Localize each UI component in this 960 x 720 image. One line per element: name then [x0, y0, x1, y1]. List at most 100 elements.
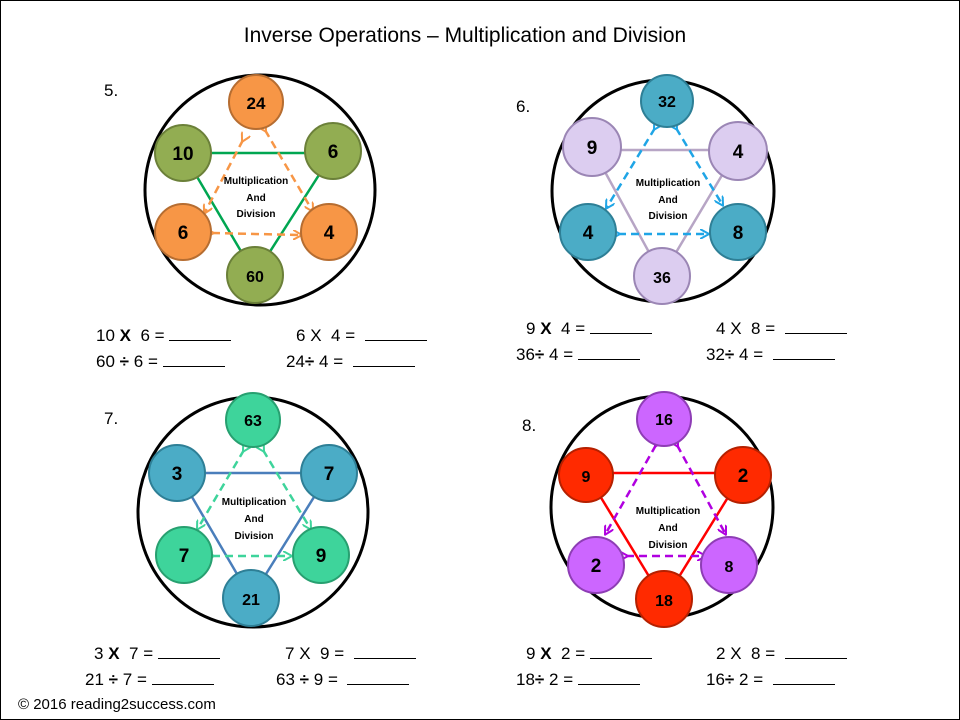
answer-blank[interactable] — [784, 319, 847, 334]
node-value: 3 — [172, 464, 183, 485]
answer-blank[interactable] — [353, 644, 416, 659]
number-node — [155, 526, 213, 584]
answer-blank[interactable] — [589, 319, 652, 334]
number-node — [562, 117, 622, 177]
operator: ÷ — [119, 352, 129, 371]
operand: 4 — [549, 345, 559, 364]
operator: ÷ — [534, 345, 545, 364]
equals-sign: = — [563, 345, 574, 364]
node-value: 36 — [653, 270, 671, 287]
operand: 9 — [320, 644, 330, 663]
operand: 6 — [296, 326, 306, 345]
node-value: 8 — [733, 223, 744, 244]
equals-sign: = — [333, 352, 344, 371]
answer-blank[interactable] — [157, 644, 220, 659]
problem-number-5: 5. — [104, 81, 119, 100]
answer-blank[interactable] — [151, 670, 214, 685]
diagram-5: Multiplication And Division 24 10 6 6 4 … — [143, 73, 377, 307]
answer-blank[interactable] — [589, 644, 652, 659]
operand: 4 — [331, 326, 341, 345]
number-node — [635, 570, 693, 628]
answer-blank[interactable] — [352, 352, 415, 367]
node-value: 60 — [246, 269, 264, 286]
equals-sign: = — [563, 670, 574, 689]
operand: 9 — [313, 670, 324, 689]
dashed-arrow — [607, 128, 655, 207]
operator: ÷ — [534, 670, 545, 689]
number-node — [225, 392, 281, 448]
center-label-line: And — [658, 195, 677, 206]
answer-blank[interactable] — [577, 670, 640, 685]
copyright-footer: © 2016 reading2success.com — [18, 696, 216, 713]
center-label-line: Division — [649, 211, 688, 222]
operand: 2 — [561, 644, 571, 663]
number-node — [708, 121, 768, 181]
operand: 4 — [716, 319, 726, 338]
number-node — [222, 569, 280, 627]
number-node — [226, 246, 284, 304]
equation: 3 X 7 = — [94, 644, 220, 664]
operator: ÷ — [108, 670, 118, 689]
answer-blank[interactable] — [772, 345, 835, 360]
operand: 6 — [133, 352, 144, 371]
center-label-line: Multiplication — [222, 497, 286, 508]
center-label-line: Multiplication — [636, 178, 700, 189]
node-value: 16 — [655, 412, 673, 429]
operator: X — [540, 319, 552, 338]
number-node — [300, 444, 358, 502]
node-value: 6 — [328, 142, 339, 163]
equation: 36÷ 4 = — [516, 345, 640, 365]
answer-blank[interactable] — [364, 326, 427, 341]
answer-blank[interactable] — [169, 326, 232, 341]
operand: 9 — [526, 319, 536, 338]
equals-sign: = — [327, 670, 338, 689]
answer-blank[interactable] — [162, 352, 225, 367]
equation: 7 X 9 = — [285, 644, 416, 664]
equals-sign: = — [136, 670, 147, 689]
answer-blank[interactable] — [772, 670, 835, 685]
operand: 7 — [129, 644, 139, 663]
operand: 36 — [516, 345, 535, 364]
number-node — [640, 74, 694, 128]
operand: 6 — [140, 326, 150, 345]
operator: X — [540, 644, 552, 663]
answer-blank[interactable] — [784, 644, 847, 659]
number-node — [558, 447, 614, 503]
answer-blank[interactable] — [577, 345, 640, 360]
operator: ÷ — [724, 670, 735, 689]
node-value: 9 — [316, 546, 327, 567]
operand: 16 — [706, 670, 725, 689]
dashed-arrow — [677, 445, 725, 533]
page-title: Inverse Operations – Multiplication and … — [243, 24, 687, 47]
center-label-line: And — [246, 193, 265, 204]
triangle-lines — [583, 471, 746, 604]
center-label-line: And — [244, 514, 263, 525]
operand: 2 — [716, 644, 726, 663]
equals-sign: = — [753, 670, 764, 689]
center-label-line: Division — [237, 209, 276, 220]
diagram-8: Multiplication And Division 16 9 2 2 8 1… — [549, 391, 775, 628]
number-node — [567, 536, 625, 594]
node-value: 32 — [658, 94, 676, 111]
operator: X — [730, 644, 742, 663]
diagram-6: Multiplication And Division 32 9 4 4 8 3… — [550, 74, 776, 305]
center-label-line: Multiplication — [636, 506, 700, 517]
diagram-7: Multiplication And Division 63 3 7 7 9 2… — [136, 392, 370, 629]
equation: 63 ÷ 9 = — [276, 670, 410, 690]
equation: 16÷ 2 = — [706, 670, 835, 690]
answer-blank[interactable] — [347, 670, 410, 685]
node-value: 6 — [178, 223, 189, 244]
operand: 2 — [549, 670, 559, 689]
operator: ÷ — [299, 670, 309, 689]
equals-sign: = — [753, 345, 764, 364]
operand: 8 — [751, 319, 761, 338]
center-label-line: And — [658, 523, 677, 534]
node-value: 24 — [247, 94, 266, 113]
triangle-lines — [590, 148, 740, 279]
number-node — [154, 203, 212, 261]
triangle-lines — [175, 471, 332, 601]
problem-number-6: 6. — [516, 97, 531, 116]
dashed-arrow — [265, 130, 312, 210]
node-value: 2 — [591, 556, 602, 577]
number-node — [148, 444, 206, 502]
